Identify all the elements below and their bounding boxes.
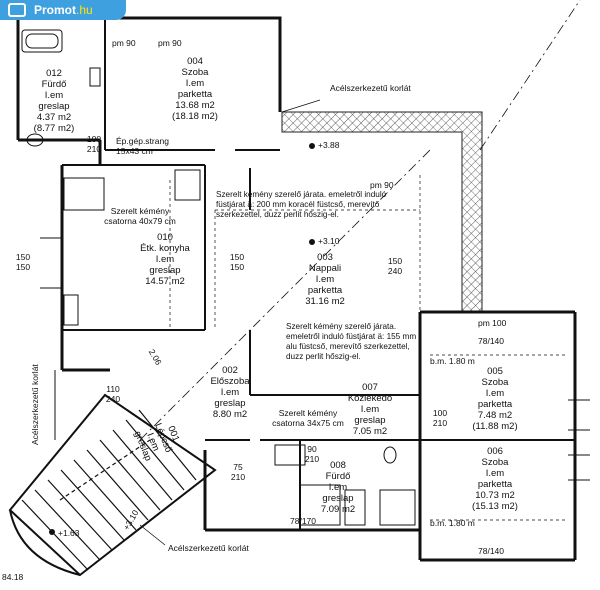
railing-bottom-pointer (139, 524, 166, 546)
window-marks (40, 237, 590, 481)
dashed-lines (169, 175, 565, 521)
promot-tld: .hu (76, 3, 93, 17)
railing-top-label: Acélszerkezetű korlát (330, 83, 411, 93)
dim-pm90-b: pm 90 (158, 38, 182, 48)
chimney-note-1: Szerelt kémény szerelő járata. emeletről… (216, 190, 387, 219)
axis-line (139, 149, 431, 441)
railing-bottom-label: Acélszerkezetű korlát (168, 543, 249, 553)
promot-logo-icon (8, 3, 26, 17)
promot-watermark: Promot.hu (0, 0, 126, 20)
dim-pm100: pm 100 (478, 318, 507, 328)
dim-bm180-b: b.m. 1.80 m (430, 518, 475, 528)
promot-brand: Promot (34, 3, 76, 17)
dim-78-140-b: 78/140 (478, 546, 504, 556)
dim-pm90-c: pm 90 (370, 180, 394, 190)
railing-left-label: Acélszerkezetű korlát (30, 364, 40, 445)
axis-line-2 (479, 0, 581, 151)
dim-78-170: 78/170 (290, 516, 316, 526)
level-stair: +1.63 (58, 528, 80, 538)
level-markers (49, 143, 315, 535)
level-terrace: +3.88 (318, 140, 340, 150)
dim-78-140-a: 78/140 (478, 336, 504, 346)
railing-top-pointer (281, 99, 321, 113)
level-living: +3.10 (318, 236, 340, 246)
chimney-note-2: Szerelt kémény szerelő járata. emeletről… (286, 322, 417, 361)
dim-bm180-a: b.m. 1.80 m (430, 356, 475, 366)
staircase (8, 393, 217, 577)
dim-pm90-a: pm 90 (112, 38, 136, 48)
stair-dim: 84.18 (2, 572, 24, 582)
inner-walls (62, 18, 575, 530)
fixtures (21, 29, 416, 526)
